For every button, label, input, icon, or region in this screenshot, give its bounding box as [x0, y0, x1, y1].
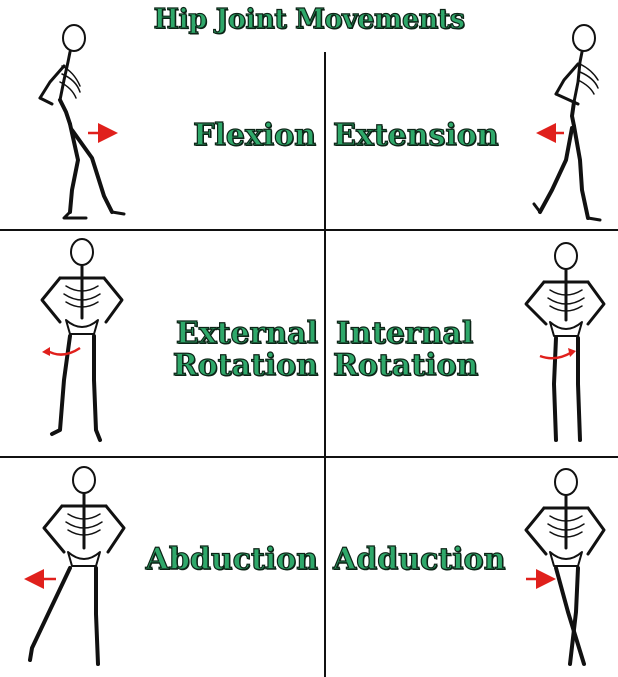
skeleton-front-external-rotation	[42, 239, 122, 440]
skeleton-side-flexion	[40, 25, 124, 218]
skeleton-front-adduction	[526, 469, 604, 664]
skeleton-front-internal-rotation	[526, 243, 604, 440]
curved-arrow-icon	[46, 348, 80, 355]
skeleton-front-abduction	[30, 467, 124, 664]
skeleton-side-extension	[534, 25, 600, 220]
